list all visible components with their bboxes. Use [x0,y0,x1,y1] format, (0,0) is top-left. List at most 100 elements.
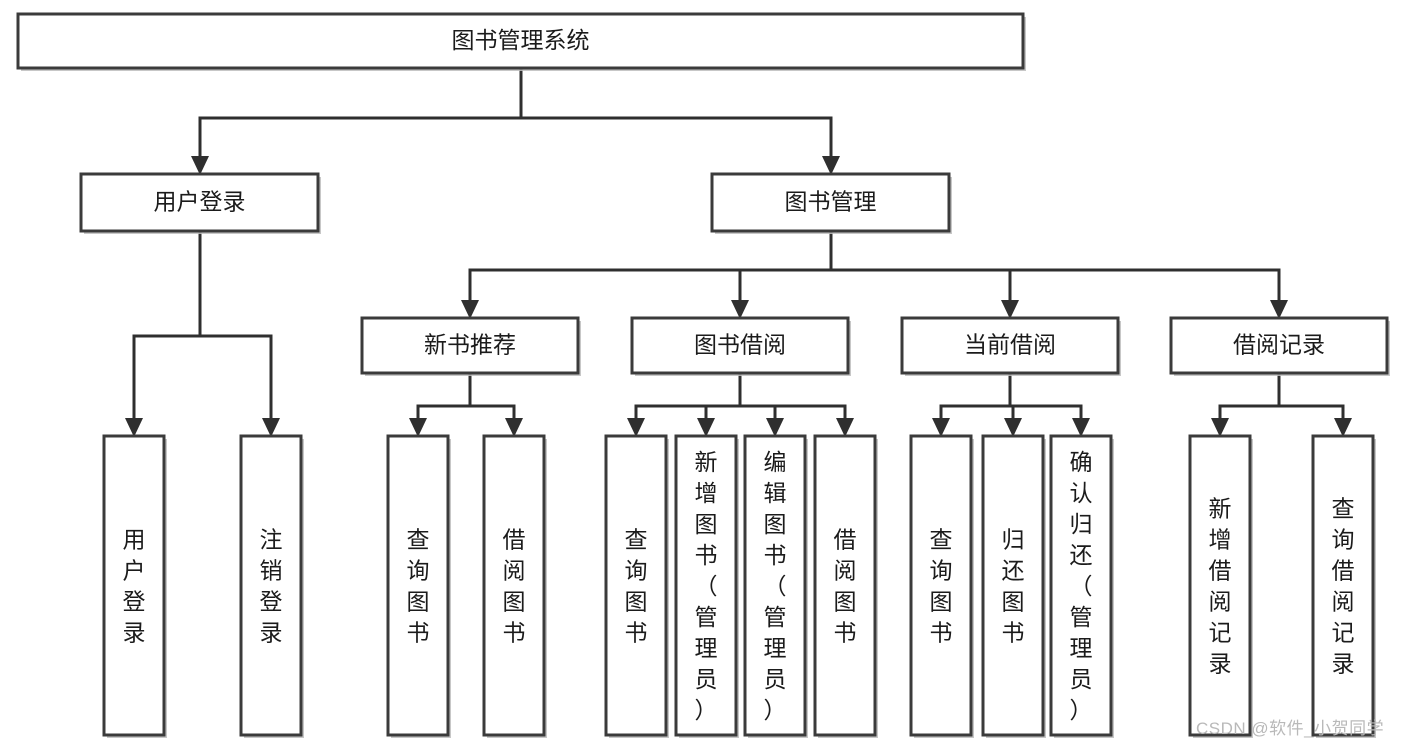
node-borrow-record[interactable]: 借阅记录 [1169,316,1390,376]
connector-line [416,373,472,420]
node-rect[interactable] [909,434,973,737]
connector-new-book-recommend-to-leaf-borrow-book-1 [468,373,523,437]
node-leaf-query-book-1[interactable]: 查询图书 [386,434,451,738]
connector-line [939,373,1012,420]
node-label: 图书管理 [785,189,877,215]
node-leaf-edit-book[interactable]: 编辑图书（管理员） [743,434,808,738]
node-root[interactable]: 图书管理系统 [16,12,1026,71]
node-rect[interactable] [239,434,303,737]
connector-line [1277,373,1345,420]
arrow-head-icon [1334,418,1352,437]
node-label: 查询图书 [930,527,953,646]
node-leaf-borrow-book-1[interactable]: 借阅图书 [482,434,547,738]
node-rect[interactable] [1311,434,1375,737]
node-leaf-logout[interactable]: 注销登录 [239,434,304,738]
node-rect[interactable] [900,316,1120,375]
node-leaf-add-book[interactable]: 新增图书（管理员） [674,434,739,738]
node-leaf-borrow-book-2[interactable]: 借阅图书 [813,434,878,738]
node-rect[interactable] [630,316,850,375]
node-label: 当前借阅 [964,332,1056,358]
arrow-head-icon [731,300,749,319]
arrow-head-icon [932,418,950,437]
node-rect[interactable] [102,434,166,737]
connector-new-book-recommend-to-leaf-query-book-1 [409,373,472,437]
connector-current-borrow-to-leaf-confirm-return [1008,373,1090,437]
node-rect[interactable] [743,434,807,737]
connector-book-manage-to-borrow-record [829,231,1288,319]
connector-line [738,373,847,420]
connector-layer [125,68,1352,437]
connector-line [829,231,1012,302]
node-rect[interactable] [981,434,1045,737]
arrow-head-icon [766,418,784,437]
node-book-borrow[interactable]: 图书借阅 [630,316,851,376]
node-rect[interactable] [674,434,738,737]
node-rect[interactable] [482,434,546,737]
connector-line [704,373,742,420]
connector-line [829,231,1281,302]
connector-line [468,373,516,420]
node-rect[interactable] [604,434,668,737]
connector-line [1218,373,1281,420]
node-leaf-confirm-return[interactable]: 确认归还（管理员） [1049,434,1114,738]
node-label: 编辑图书（管理员） [764,449,787,723]
connector-user-login-to-leaf-logout [198,231,280,437]
arrow-head-icon [627,418,645,437]
node-rect[interactable] [1169,316,1389,375]
connector-root-to-book-manage [519,68,840,175]
node-user-login[interactable]: 用户登录 [79,172,321,234]
node-rect[interactable] [1049,434,1113,737]
connector-line [198,68,523,158]
arrow-head-icon [822,156,840,175]
node-label: 查询借阅记录 [1332,496,1355,677]
connector-line [1008,373,1083,420]
node-rect[interactable] [1188,434,1252,737]
node-label: 查询图书 [407,527,430,646]
arrow-head-icon [125,418,143,437]
connector-line [519,68,833,158]
arrow-head-icon [191,156,209,175]
connector-borrow-record-to-leaf-add-record [1211,373,1281,437]
node-label: 图书借阅 [694,332,786,358]
node-label: 用户登录 [154,189,246,215]
connector-borrow-record-to-leaf-query-record [1277,373,1352,437]
node-leaf-return-book[interactable]: 归还图书 [981,434,1046,738]
node-leaf-user-login[interactable]: 用户登录 [102,434,167,738]
arrow-head-icon [1001,300,1019,319]
node-rect[interactable] [360,316,580,375]
node-rect[interactable] [79,172,320,233]
node-rect[interactable] [710,172,951,233]
node-label: 借阅记录 [1233,332,1325,358]
node-leaf-query-book-2[interactable]: 查询图书 [604,434,669,738]
arrow-head-icon [1072,418,1090,437]
node-leaf-query-book-3[interactable]: 查询图书 [909,434,974,738]
arrow-head-icon [697,418,715,437]
csdn-watermark: CSDN @软件_小贺同学 [1196,719,1385,738]
node-new-book-recommend[interactable]: 新书推荐 [360,316,581,376]
node-label: 新增借阅记录 [1209,496,1232,677]
node-rect[interactable] [16,12,1025,70]
node-label: 确认归还（管理员） [1070,449,1093,723]
node-rect[interactable] [386,434,450,737]
node-label: 注销登录 [260,527,283,646]
arrow-head-icon [409,418,427,437]
connector-line [198,231,273,420]
arrow-head-icon [505,418,523,437]
node-leaf-query-record[interactable]: 查询借阅记录 [1311,434,1376,738]
arrow-head-icon [1004,418,1022,437]
node-label: 新增图书（管理员） [695,449,718,723]
node-label: 查询图书 [625,527,648,646]
node-current-borrow[interactable]: 当前借阅 [900,316,1121,376]
arrow-head-icon [836,418,854,437]
node-label: 借阅图书 [834,527,857,646]
node-leaf-add-record[interactable]: 新增借阅记录 [1188,434,1253,738]
arrow-head-icon [461,300,479,319]
connector-line [738,373,777,420]
connector-book-borrow-to-leaf-borrow-book-2 [738,373,854,437]
node-layer: 图书管理系统用户登录图书管理新书推荐图书借阅当前借阅借阅记录用户登录注销登录查询… [16,12,1390,738]
node-rect[interactable] [813,434,877,737]
connector-user-login-to-leaf-user-login [125,231,202,437]
node-book-manage[interactable]: 图书管理 [710,172,952,234]
